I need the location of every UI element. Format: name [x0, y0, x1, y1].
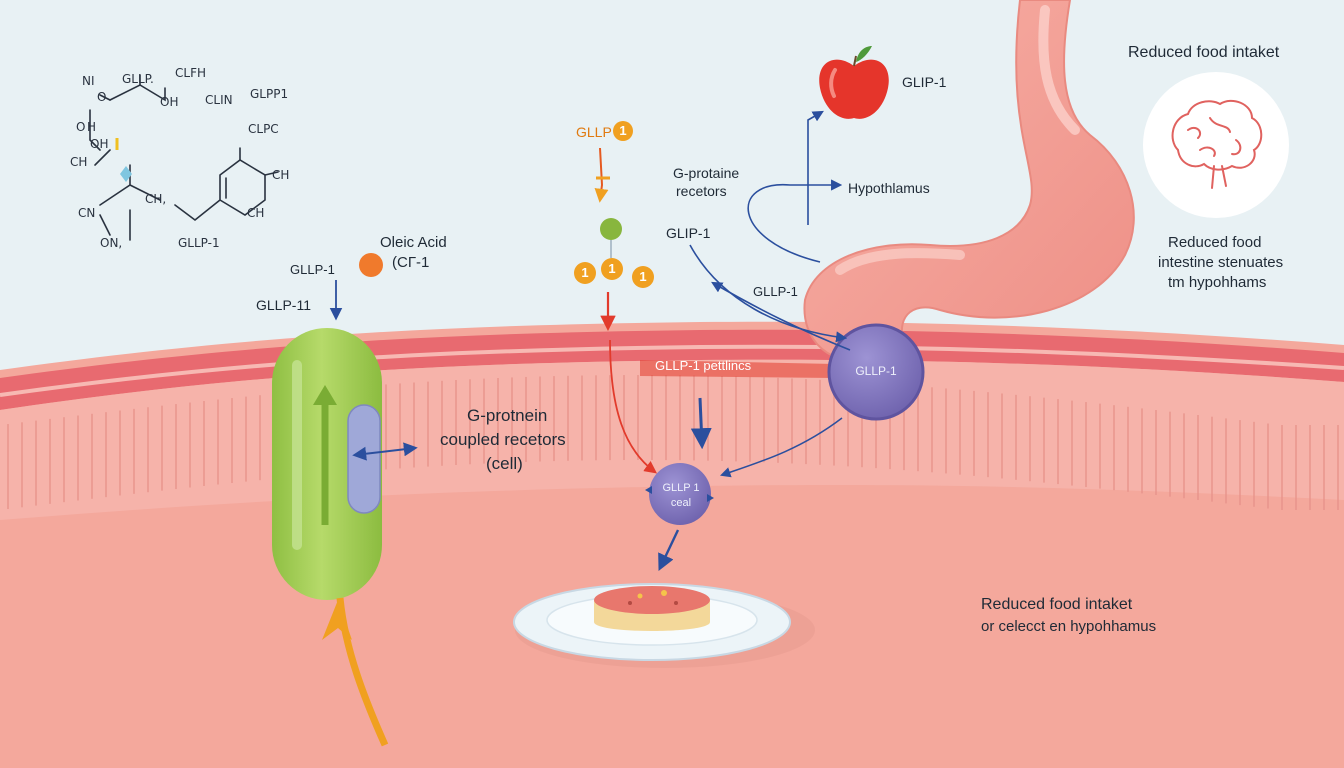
far-right-line3: tm hypohhams: [1168, 274, 1267, 291]
peptide-pill: [640, 360, 835, 378]
far-right-line1: Reduced food: [1168, 234, 1262, 251]
arrow-to-apple: [807, 110, 824, 225]
brain-circle: [1143, 72, 1289, 218]
arrow-hypothalamus: [747, 179, 843, 263]
molecule-label: CH: [70, 155, 88, 169]
molecule-accent-drop: [120, 166, 132, 182]
receptor-label: GLLP-1: [855, 364, 897, 378]
glp1-mid-label: GLLP-1: [753, 284, 798, 299]
glp-top-badge: 1: [613, 121, 633, 141]
bottom-right-line1: Reduced food intaket: [981, 596, 1133, 613]
arrow-to-glp1-mid: [711, 281, 851, 351]
gprot-label-line2: recetors: [676, 183, 727, 199]
glp1-left-label: GLIP-1: [666, 225, 711, 241]
glp1-label: GLLP-1: [290, 262, 335, 277]
molecule-label: CN: [78, 206, 96, 220]
orange-badge: 1: [632, 266, 654, 288]
molecule-structure: [89, 74, 279, 241]
arrow-blue-down: [690, 397, 712, 450]
glp1-cell: [649, 463, 711, 525]
gpcr-label-line1: G-protnein: [467, 406, 548, 425]
oleic-dot: [359, 253, 383, 277]
molecule-label: CH: [247, 206, 265, 220]
molecule-label: GLLP-1: [178, 236, 220, 250]
glp11-label: GLLP-11: [256, 297, 311, 313]
orange-badge: 1: [574, 262, 596, 284]
orange-badge: 1: [601, 258, 623, 280]
molecule-label: CLPC: [248, 122, 279, 136]
molecule-label: CH: [272, 168, 290, 182]
glp1-cell-label-2: ceal: [670, 497, 692, 509]
arrow-red-curve: [609, 339, 658, 474]
green-dot: [600, 218, 622, 240]
molecule-label: ON,: [100, 236, 123, 250]
bottom-right-line2: or celecct en hypohhamus: [981, 618, 1157, 635]
glp1-receptor-big: [827, 323, 925, 421]
peptides-label: GLLP-1 pettlincs: [655, 358, 752, 373]
cell-receptor: [347, 404, 381, 514]
gpcr-label-line3: (cell): [486, 454, 523, 473]
glp-top-label: GLLP: [576, 124, 612, 140]
oleic-acid-sub: (CГ-1: [392, 254, 430, 271]
molecule-label: CLFH: [175, 66, 206, 80]
molecule-label: H: [87, 120, 97, 134]
stomach-highlight-2: [835, 248, 965, 275]
molecule-label: O: [76, 120, 86, 134]
arrow-to-plate: [658, 529, 680, 572]
molecule-label: GLPP1: [250, 87, 289, 101]
brain-icon: [1171, 99, 1263, 189]
oleic-acid-label: Oleic Acid: [380, 234, 447, 251]
far-right-title: Reduced food intaket: [1128, 44, 1280, 61]
glp1-cell-label-1: GLLP 1: [662, 482, 700, 494]
gpcr-label-line2: coupled recetors: [440, 430, 566, 449]
green-cell-shine: [292, 360, 302, 550]
food-top: [594, 586, 710, 614]
arrow-glp1-curve: [689, 244, 848, 343]
hypothalamus-label: Hypothlamus: [848, 180, 930, 196]
molecule-label: NI: [82, 74, 95, 88]
membrane-highlight: [0, 344, 1344, 397]
molecule-label: CLIN: [205, 93, 233, 107]
gprot-label-line1: G-protaine: [673, 165, 740, 181]
arrow-from-receptor: [720, 417, 843, 478]
molecule-label: GLLP.: [122, 72, 154, 86]
stomach-highlight: [1038, 5, 1080, 135]
apple: [819, 59, 889, 119]
molecule-label: CH,: [145, 192, 167, 206]
apple-glp1-label: GLIP-1: [902, 74, 947, 90]
molecule-label: OH: [160, 95, 179, 109]
arrow-orange-down: [594, 147, 609, 203]
arrow-receptor-text: [352, 442, 418, 461]
far-right-line2: intestine stenuates: [1158, 254, 1284, 271]
apple-leaf: [856, 46, 872, 62]
molecule-label: OH: [90, 137, 109, 151]
molecule-label: O: [97, 90, 107, 104]
